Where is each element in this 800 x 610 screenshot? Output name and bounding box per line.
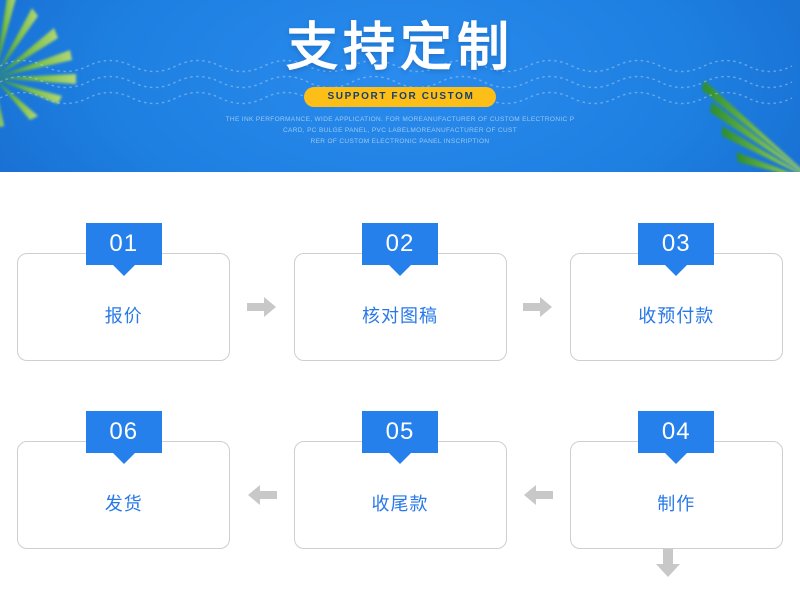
connector-arrow-down: [655, 544, 681, 578]
arrow-left-icon: [247, 485, 277, 505]
step-label-06: 发货: [104, 494, 143, 514]
arrow-left-icon: [524, 485, 554, 505]
step-label-04: 制作: [657, 494, 696, 514]
arrow-right-icon: [523, 297, 553, 317]
page-title: 支持定制: [285, 19, 514, 77]
badge-container: SUPPORT FOR CUSTOM: [0, 86, 800, 107]
step-label-05: 收尾款: [371, 494, 429, 514]
step-number-badge-06: 06: [85, 411, 162, 453]
step-label-02: 核对图稿: [362, 306, 439, 326]
connector-arrow-right-1: [230, 253, 293, 361]
banner-content: 支持定制 SUPPORT FOR CUSTOM THE INK PERFORMA…: [0, 0, 800, 147]
flow-step-card-06[interactable]: 06 发货: [17, 411, 231, 549]
row-left-spacer: [0, 410, 17, 411]
flow-step-card-04[interactable]: 04 制作: [569, 411, 783, 549]
connector-arrow-left-1: [230, 441, 293, 549]
page-banner: 支持定制 SUPPORT FOR CUSTOM THE INK PERFORMA…: [0, 0, 800, 172]
step-number-badge-05: 05: [362, 411, 439, 453]
row-right-spacer: [783, 410, 800, 411]
step-number-badge-03: 03: [638, 223, 715, 265]
connector-arrow-right-2: [507, 253, 570, 361]
step-number-badge-01: 01: [85, 223, 162, 265]
wave-lines-decoration: [0, 59, 793, 105]
flow-step-card-03[interactable]: 03 收预付款: [569, 223, 783, 361]
process-flow-section: 01 报价 02 核对图稿 03 收预付款: [0, 172, 800, 610]
flow-row-top: 01 报价 02 核对图稿 03 收预付款: [0, 222, 800, 372]
flow-row-bottom: 06 发货 05 收尾款 04 制作: [0, 410, 800, 560]
banner-subtext-line-2: CARD, PC BULGE PANEL, PVC LABELMOREANUFA…: [282, 127, 518, 134]
banner-subtext-line-3: RER OF CUSTOM ELECTRONIC PANEL INSCRIPTI…: [310, 138, 490, 145]
connector-arrow-left-2: [507, 441, 570, 549]
row-left-spacer: [0, 222, 17, 223]
banner-subtext: THE INK PERFORMANCE, WIDE APPLICATION. F…: [0, 114, 800, 147]
row-right-spacer: [783, 222, 800, 223]
flow-step-card-01[interactable]: 01 报价: [17, 223, 231, 361]
step-number-badge-02: 02: [362, 223, 439, 265]
arrow-right-icon: [246, 297, 276, 317]
step-label-01: 报价: [104, 306, 143, 326]
step-label-03: 收预付款: [638, 306, 715, 326]
step-number-badge-04: 04: [638, 411, 715, 453]
support-badge: SUPPORT FOR CUSTOM: [303, 87, 497, 107]
flow-step-card-02[interactable]: 02 核对图稿: [293, 223, 507, 361]
arrow-down-icon: [656, 544, 680, 577]
flow-step-card-05[interactable]: 05 收尾款: [293, 411, 507, 549]
banner-subtext-line-1: THE INK PERFORMANCE, WIDE APPLICATION. F…: [225, 116, 575, 123]
